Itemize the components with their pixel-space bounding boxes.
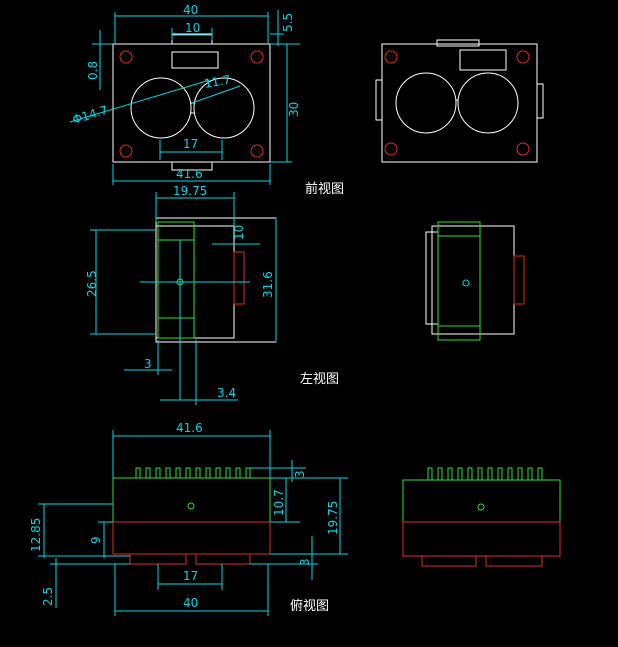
- dim-front-0-8: 0.8: [86, 61, 100, 80]
- front-hole-br: [250, 144, 264, 158]
- label-top-view: 俯视图: [290, 598, 329, 614]
- dim-front-10: 10: [185, 21, 200, 35]
- dim-left-26-5: 26.5: [85, 270, 99, 297]
- top-view-plain: [402, 467, 561, 567]
- dim-top-40: 40: [183, 596, 198, 610]
- dim-top-9: 9: [89, 536, 103, 544]
- left-view-dimensioned: 19.75 10 26.5 31.6 3 3.4 左视图: [85, 184, 339, 405]
- label-front-view: 前视图: [305, 181, 344, 197]
- label-left-view: 左视图: [300, 372, 339, 387]
- dim-top-17: 17: [183, 569, 198, 583]
- front-view-plain: [375, 39, 544, 163]
- dim-front-30: 30: [287, 102, 301, 117]
- dim-top-41-6: 41.6: [176, 421, 203, 435]
- front-hole-tr: [250, 50, 264, 64]
- front-view-dimensioned: 40 10 5.5 0.8 Φ14.7 11.7 30 17 41.6: [69, 3, 344, 197]
- dim-front-5-5: 5.5: [281, 13, 295, 32]
- dim-left-19-75: 19.75: [173, 184, 207, 198]
- dim-top-3b: 3: [298, 558, 312, 566]
- dim-top-3a: 3: [293, 470, 307, 478]
- dim-front-40: 40: [183, 3, 198, 17]
- front-lens-left: [130, 77, 192, 139]
- dim-left-3-4: 3.4: [217, 386, 236, 400]
- front-bottom-tab: [171, 161, 213, 171]
- dim-left-31-6: 31.6: [261, 271, 275, 298]
- dim-front-11-7: 11.7: [203, 73, 232, 91]
- front-hole-tl: [119, 50, 133, 64]
- left-view-plain: [425, 221, 525, 341]
- dim-front-41-6: 41.6: [176, 167, 203, 181]
- dim-top-19-75: 19.75: [326, 501, 340, 535]
- dim-top-12-85: 12.85: [29, 518, 43, 552]
- dim-left-3: 3: [144, 357, 152, 371]
- front-lens-right: [193, 77, 255, 139]
- dim-front-17: 17: [183, 137, 198, 151]
- dim-left-10: 10: [232, 225, 246, 240]
- front-window-rect: [171, 51, 219, 69]
- dim-top-2-5: 2.5: [41, 587, 55, 606]
- front-hole-bl: [119, 144, 133, 158]
- top-pins-left: [135, 467, 251, 478]
- dim-front-dia: Φ14.7: [71, 103, 110, 127]
- dim-top-10-7: 10.7: [272, 489, 286, 516]
- top-view-dimensioned: 41.6 3 10.7 19.75 12.85 9 3 17 2.: [29, 421, 348, 616]
